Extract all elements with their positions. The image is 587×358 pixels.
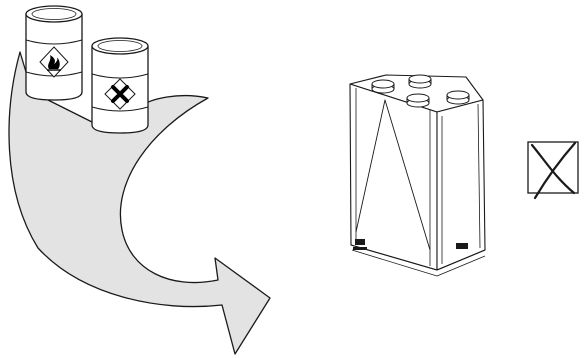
- curved-arrow: [8, 51, 271, 355]
- x-cross-icon: [104, 78, 136, 110]
- barrel-flammable: [25, 5, 83, 101]
- duct-collar: [371, 79, 395, 94]
- crossed-box-icon: [527, 141, 579, 200]
- duct-collar: [408, 74, 432, 89]
- duct-collar: [406, 93, 430, 108]
- flame-icon: [39, 46, 69, 78]
- barrel-harmful: [91, 37, 149, 134]
- ventilation-unit: [349, 74, 486, 277]
- duct-collar: [446, 90, 470, 105]
